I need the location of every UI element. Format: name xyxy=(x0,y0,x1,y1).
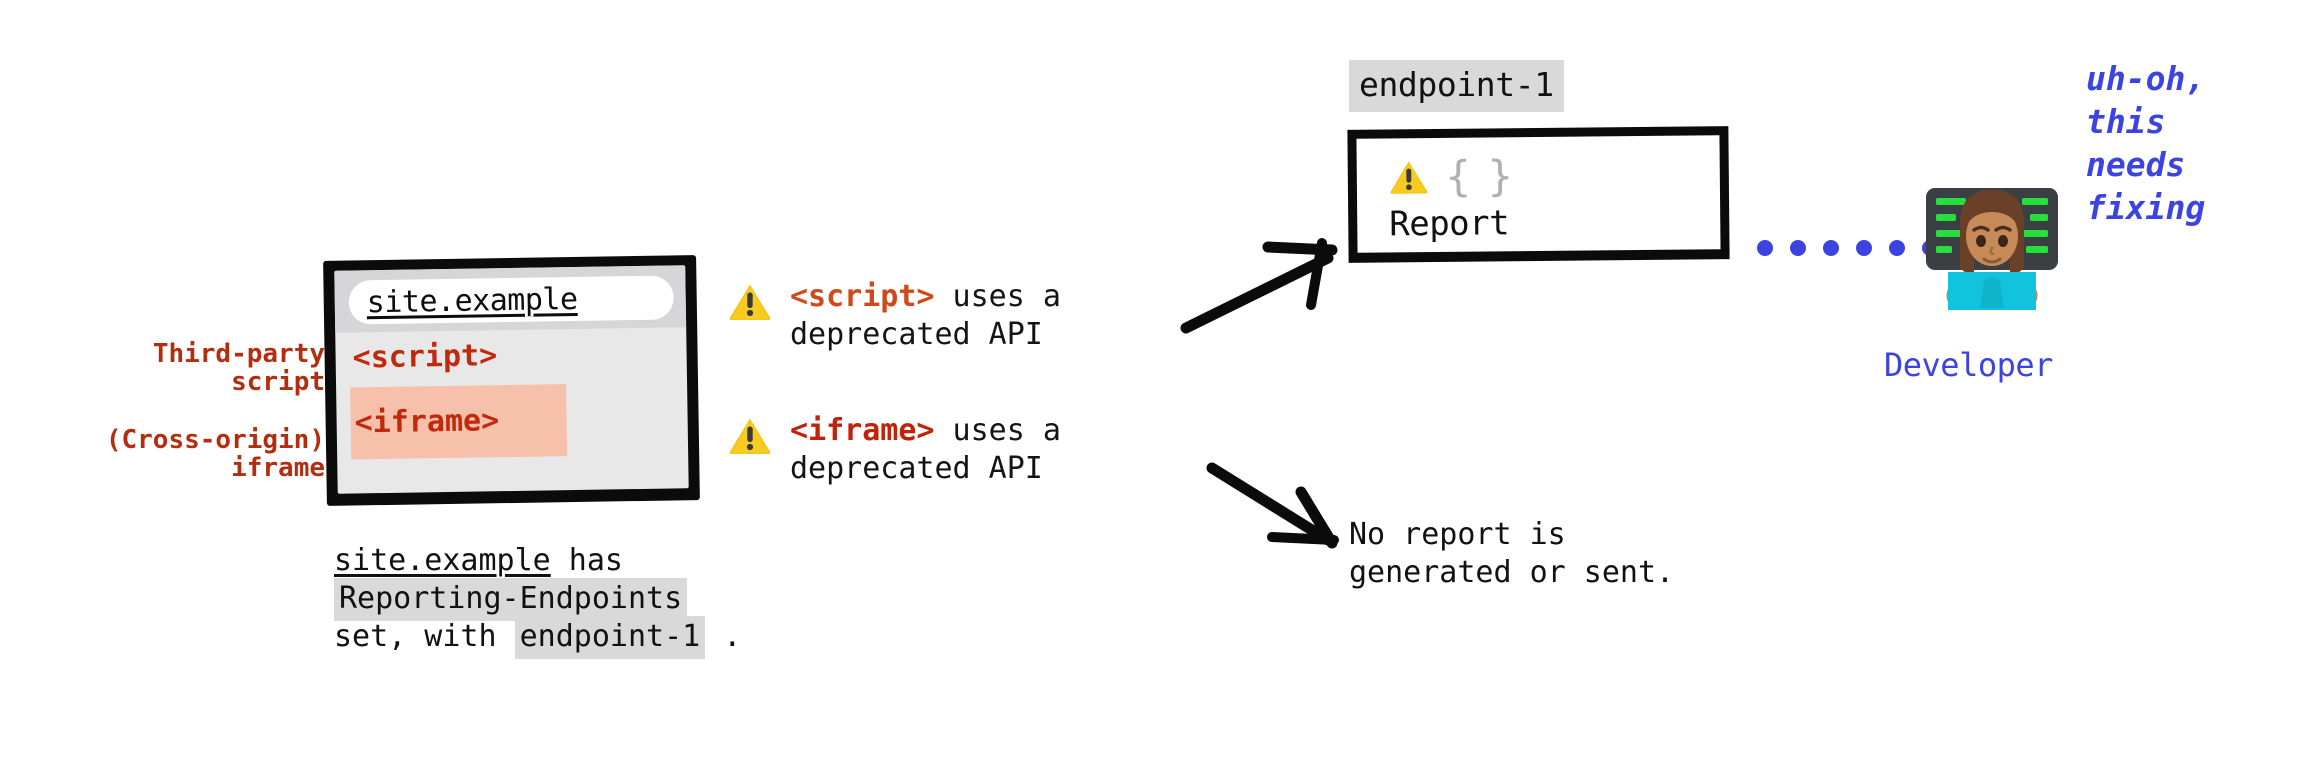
connector-dot xyxy=(1790,240,1806,256)
quote-line: this xyxy=(2086,101,2166,141)
json-braces-icon: { } xyxy=(1444,151,1515,201)
report-box-label: Report xyxy=(1389,203,1510,245)
woman-technologist-emoji xyxy=(1912,160,2072,320)
annotation-cross-origin-iframe: (Cross-origin) iframe xyxy=(0,426,325,482)
warning-rest-iframe: uses a xyxy=(934,413,1061,448)
warning-tag-script: <script> xyxy=(790,279,935,314)
no-report-line-2: generated or sent. xyxy=(1349,555,1675,591)
annotation-third-party-script: Third-party script xyxy=(0,340,325,396)
no-report-line-1: No report is xyxy=(1349,517,1566,552)
iframe-tag-text: <iframe> xyxy=(354,403,500,441)
caption-line-2: Reporting-Endpoints xyxy=(334,578,954,622)
arrow-to-no-report xyxy=(1160,440,1380,590)
warning-line2-iframe: deprecated API xyxy=(790,450,1043,486)
quote-line: uh-oh, xyxy=(2086,59,2206,98)
caption-line-1: site.example has xyxy=(334,542,954,580)
connector-dot xyxy=(1889,240,1905,256)
no-report-text: No report is generated or sent. xyxy=(1349,516,1674,593)
endpoint-1-chip: endpoint-1 xyxy=(514,616,706,660)
caption-line-3: set, with endpoint-1 . xyxy=(334,616,954,660)
annotation-line: script xyxy=(231,367,325,398)
browser-chrome: site.example xyxy=(334,265,687,333)
browser-window: site.example <script> <iframe> xyxy=(323,255,710,506)
browser-url-bar[interactable]: site.example xyxy=(348,275,675,325)
quote-line: fixing xyxy=(2086,187,2206,227)
warning-triangle-icon xyxy=(728,414,772,458)
browser-url-text: site.example xyxy=(366,281,578,320)
developer-label: Developer xyxy=(1884,346,2053,384)
caption-line-1-rest: has xyxy=(550,543,623,578)
caption-line-3-suffix: . xyxy=(705,619,742,655)
caption-line-3-prefix: set, with xyxy=(334,619,515,655)
annotation-line: Third-party xyxy=(152,339,325,369)
left-annotations-group: Third-party script (Cross-origin) iframe xyxy=(0,340,325,482)
connector-dot xyxy=(1856,240,1872,256)
developer-quote: uh-oh, this needs fixing xyxy=(2086,58,2205,230)
connector-dot xyxy=(1757,240,1773,256)
warning-triangle-icon xyxy=(728,280,772,324)
connector-dot xyxy=(1823,240,1839,256)
report-box-inner: { } Report xyxy=(1356,135,1721,253)
endpoint-label-chip: endpoint-1 xyxy=(1349,60,1564,112)
arrow-to-report xyxy=(1180,205,1400,350)
warning-tag-iframe: <iframe> xyxy=(790,413,935,448)
caption-site-name: site.example xyxy=(334,543,551,578)
browser-viewport: <script> <iframe> xyxy=(335,327,688,493)
dotted-connector xyxy=(1757,240,1938,256)
script-tag-text: <script> xyxy=(352,338,498,376)
quote-line: needs xyxy=(2086,144,2186,184)
annotation-line: (Cross-origin) xyxy=(105,425,325,456)
annotation-line: iframe xyxy=(231,453,325,484)
warning-triangle-icon xyxy=(1389,157,1429,197)
report-box: { } Report xyxy=(1347,126,1730,263)
browser-caption: site.example has Reporting-Endpoints set… xyxy=(334,542,954,660)
warning-line2-script: deprecated API xyxy=(790,316,1043,352)
warning-rest-script: uses a xyxy=(934,279,1061,314)
reporting-endpoints-chip: Reporting-Endpoints xyxy=(334,578,688,622)
